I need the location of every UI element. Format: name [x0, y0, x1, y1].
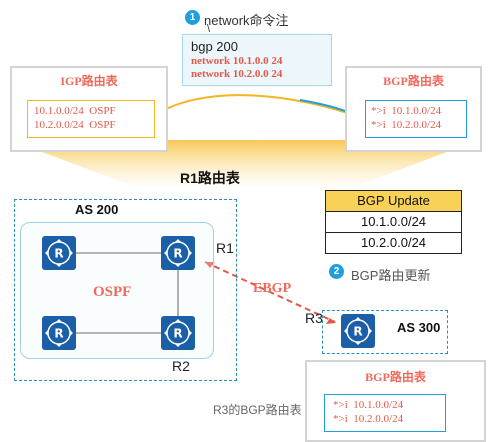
svg-text:R: R [54, 247, 63, 261]
r3-label: R3 [305, 310, 323, 326]
as200-area [14, 199, 237, 381]
step1-label: network命令注 [204, 13, 289, 28]
network-command-box: bgp 200 network 10.1.0.0 24 network 10.2… [182, 34, 332, 86]
network-line: network 10.1.0.0 24 [191, 55, 283, 67]
igp-row: 10.2.0.0/24 OSPF [34, 119, 116, 131]
r1-label: R1 [216, 240, 234, 256]
step2-badge: 2 [329, 264, 344, 279]
bgp-table-r3: BGP路由表 *>i 10.1.0.0/24 *>i 10.2.0.0/24 [305, 360, 486, 442]
ospf-label: OSPF [93, 284, 132, 300]
bgp-update-row: 10.2.0.0/24 [360, 235, 427, 250]
router-icon[interactable]: R [42, 316, 76, 350]
bgp-update-header: BGP Update [326, 191, 461, 212]
as300-area [322, 310, 448, 354]
svg-text:R: R [173, 327, 182, 341]
step2-label: BGP路由更新 [351, 268, 431, 283]
bgp-command: bgp 200 [191, 39, 238, 54]
r2-label: R2 [172, 358, 190, 374]
igp-table: IGP路由表 10.1.0.0/24 OSPF 10.2.0.0/24 OSPF [10, 66, 168, 152]
svg-text:R: R [54, 327, 63, 341]
bgp-update-row: 10.1.0.0/24 [326, 212, 461, 233]
router-icon[interactable]: R [341, 314, 375, 348]
bgp-table-title: BGP路由表 [383, 74, 444, 88]
bgp-row: *>i 10.1.0.0/24 [333, 399, 404, 411]
step1-badge: 1 [185, 10, 200, 25]
note-caret: \ [207, 23, 211, 35]
router-icon[interactable]: R [161, 236, 195, 270]
r3-table-caption: R3的BGP路由表 [213, 403, 302, 417]
bgp-row: *>i 10.1.0.0/24 [371, 105, 442, 117]
svg-text:R: R [173, 247, 182, 261]
bgp-row: *>i 10.2.0.0/24 [333, 413, 404, 425]
router-icon[interactable]: R [161, 316, 195, 350]
bgp-table-r1: BGP路由表 *>i 10.1.0.0/24 *>i 10.2.0.0/24 [345, 66, 482, 152]
r1-table-label: R1路由表 [180, 170, 240, 186]
router-icon[interactable]: R [42, 236, 76, 270]
igp-table-title: IGP路由表 [60, 74, 118, 88]
bgp-table-body [365, 100, 467, 138]
svg-text:R: R [353, 325, 362, 339]
bgp-table-title: BGP路由表 [365, 370, 426, 384]
bgp-table-body [324, 394, 446, 432]
network-line: network 10.2.0.0 24 [191, 68, 283, 80]
ebgp-label: EBGP [253, 281, 292, 296]
as200-label: AS 200 [75, 202, 119, 217]
bgp-row: *>i 10.2.0.0/24 [371, 119, 442, 131]
import-arrow [147, 94, 363, 121]
ebgp-link [204, 261, 336, 323]
as300-label: AS 300 [397, 320, 441, 335]
bgp-update-table: BGP Update 10.1.0.0/24 10.2.0.0/24 [325, 190, 462, 254]
igp-row: 10.1.0.0/24 OSPF [34, 105, 116, 117]
igp-table-body [27, 100, 155, 138]
